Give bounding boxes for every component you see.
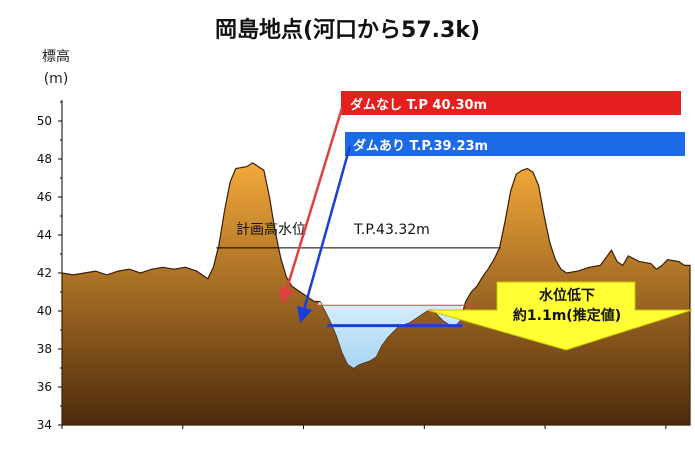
y-tick-label: 34 — [37, 418, 52, 432]
plan-high-water-value: T.P.43.32m — [353, 222, 430, 238]
page-title: 岡島地点(河口から57.3k) — [214, 18, 481, 43]
y-tick-label: 46 — [37, 190, 52, 204]
y-tick-label: 42 — [37, 266, 52, 280]
with-dam-label: ダムあり T.P.39.23m — [353, 138, 488, 154]
water-layer — [316, 301, 477, 368]
y-tick-label: 48 — [37, 152, 52, 166]
no-dam-pointer-arrow — [279, 107, 344, 304]
y-tick-label: 36 — [37, 380, 52, 394]
no-dam-banner — [341, 91, 681, 115]
plan-high-water-label: 計画高水位 — [236, 221, 306, 238]
water-body — [317, 301, 462, 368]
y-axis-label-line1: 標高 — [42, 49, 70, 65]
with-dam-banner — [345, 132, 685, 156]
y-tick-label: 44 — [37, 228, 52, 242]
y-axis-label-line2: (m) — [43, 71, 69, 87]
water-level-reduction-arrow — [426, 281, 693, 351]
with-dam-pointer-arrow — [296, 145, 352, 324]
reduction-label-line2: 約1.1m(推定値) — [513, 307, 621, 324]
y-tick-label: 50 — [37, 114, 52, 128]
no-dam-label: ダムなし T.P 40.30m — [350, 97, 487, 113]
y-tick-label: 40 — [37, 304, 52, 318]
reduction-label-line1: 水位低下 — [539, 287, 595, 304]
annotation-layer: 計画高水位 T.P.43.32m ダムなし T.P 40.30m ダムあり T.… — [216, 91, 693, 351]
y-axis-label: 標高 (m) — [36, 46, 76, 90]
chart-axes: 34 36 38 40 42 44 46 48 50 — [37, 100, 690, 432]
y-tick-label: 38 — [37, 342, 52, 356]
